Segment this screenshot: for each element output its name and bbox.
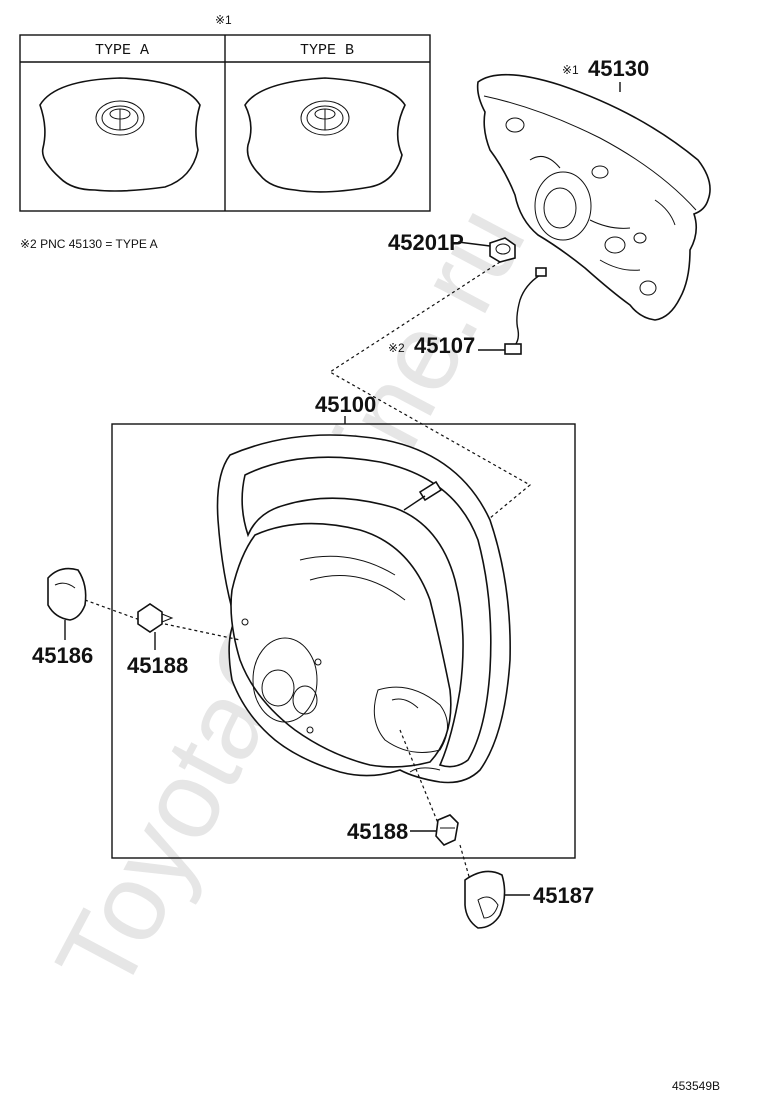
label-45100: 45100	[315, 392, 376, 417]
label-45186: 45186	[32, 643, 93, 668]
airbag-assembly-45130	[476, 73, 711, 321]
screw-top	[403, 480, 443, 511]
assembly-45100-frame	[111, 423, 576, 859]
label-45187: 45187	[533, 883, 594, 908]
screw-45188-bottom	[435, 814, 459, 846]
wire-harness-45107	[504, 267, 547, 355]
type-a-airbag-pad	[39, 77, 201, 192]
variant-table: ※1 TYPE A TYPE B	[19, 13, 431, 212]
label-45107: 45107	[414, 333, 475, 358]
label-45188-bottom: 45188	[347, 819, 408, 844]
screw-45188-left	[137, 603, 174, 633]
cover-45186	[47, 567, 87, 621]
label-45130: 45130	[588, 56, 649, 81]
type-b-label: TYPE B	[300, 42, 354, 59]
variant-note-mark: ※1	[215, 13, 232, 27]
label-45201p: 45201P	[388, 230, 464, 255]
type-b-airbag-pad	[244, 77, 406, 193]
type-a-label: TYPE A	[95, 42, 149, 59]
cover-45187	[464, 870, 506, 929]
label-45107-mark: ※2	[388, 341, 405, 355]
pnc-footnote: ※2 PNC 45130 = TYPE A	[20, 237, 158, 251]
label-45130-mark: ※1	[562, 63, 579, 77]
nut-45201p	[489, 237, 516, 263]
label-45188-left: 45188	[127, 653, 188, 678]
diagram-code: 453549B	[672, 1079, 720, 1093]
